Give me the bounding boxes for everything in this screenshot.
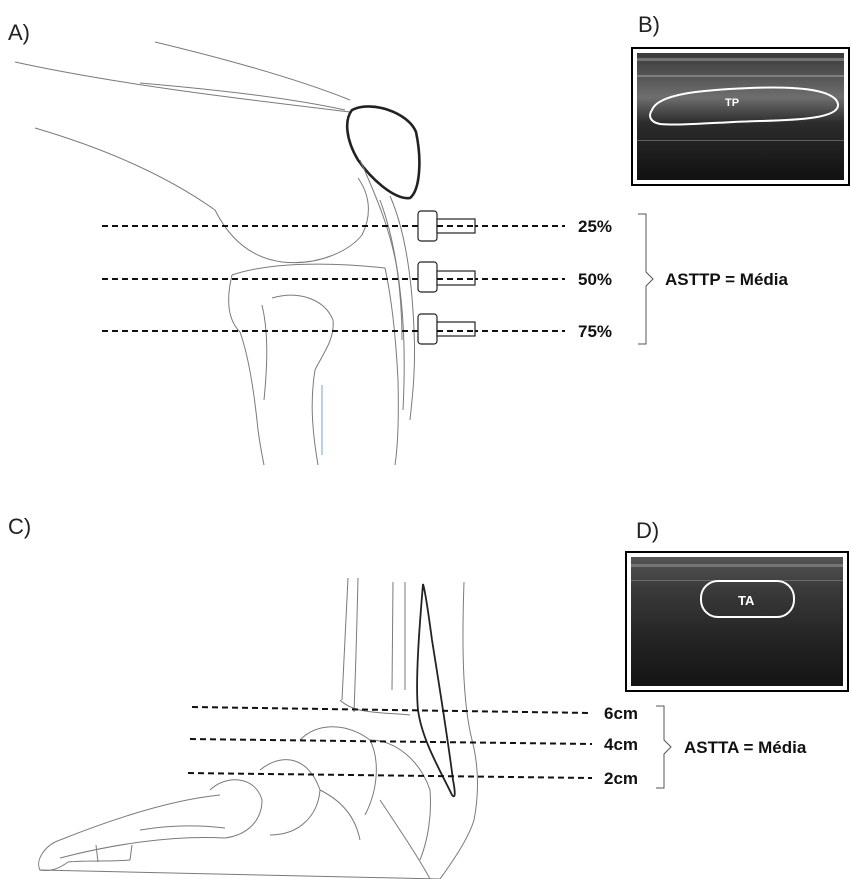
patella bbox=[347, 106, 419, 198]
level-line-6cm bbox=[192, 707, 592, 713]
ta-label: TA bbox=[738, 593, 755, 608]
level-label-4cm: 4cm bbox=[604, 735, 638, 754]
level-line-4cm bbox=[190, 739, 592, 744]
probe-50 bbox=[418, 262, 475, 292]
level-label-50: 50% bbox=[578, 270, 612, 289]
level-label-25: 25% bbox=[578, 217, 612, 236]
panel-c-label: C) bbox=[8, 514, 31, 539]
foot-drawing bbox=[39, 578, 478, 879]
panel-b-label: B) bbox=[638, 12, 660, 37]
panel-a-label: A) bbox=[8, 20, 30, 45]
tibialis-tendon bbox=[417, 584, 455, 796]
panel-d: D) TA bbox=[626, 518, 848, 691]
knee-drawing bbox=[15, 42, 419, 465]
probe-25 bbox=[418, 211, 475, 241]
level-label-75: 75% bbox=[578, 322, 612, 341]
formula-a: ASTTP = Média bbox=[665, 270, 789, 289]
tp-label: TP bbox=[725, 97, 739, 109]
probe-75 bbox=[418, 314, 475, 344]
level-label-6cm: 6cm bbox=[604, 704, 638, 723]
panel-d-label: D) bbox=[636, 518, 659, 543]
level-line-2cm bbox=[188, 773, 592, 778]
panel-b: B) TP bbox=[632, 12, 849, 185]
formula-c: ASTTA = Média bbox=[684, 738, 807, 757]
brace-c bbox=[656, 706, 671, 788]
brace-a bbox=[638, 214, 653, 344]
level-label-2cm: 2cm bbox=[604, 769, 638, 788]
